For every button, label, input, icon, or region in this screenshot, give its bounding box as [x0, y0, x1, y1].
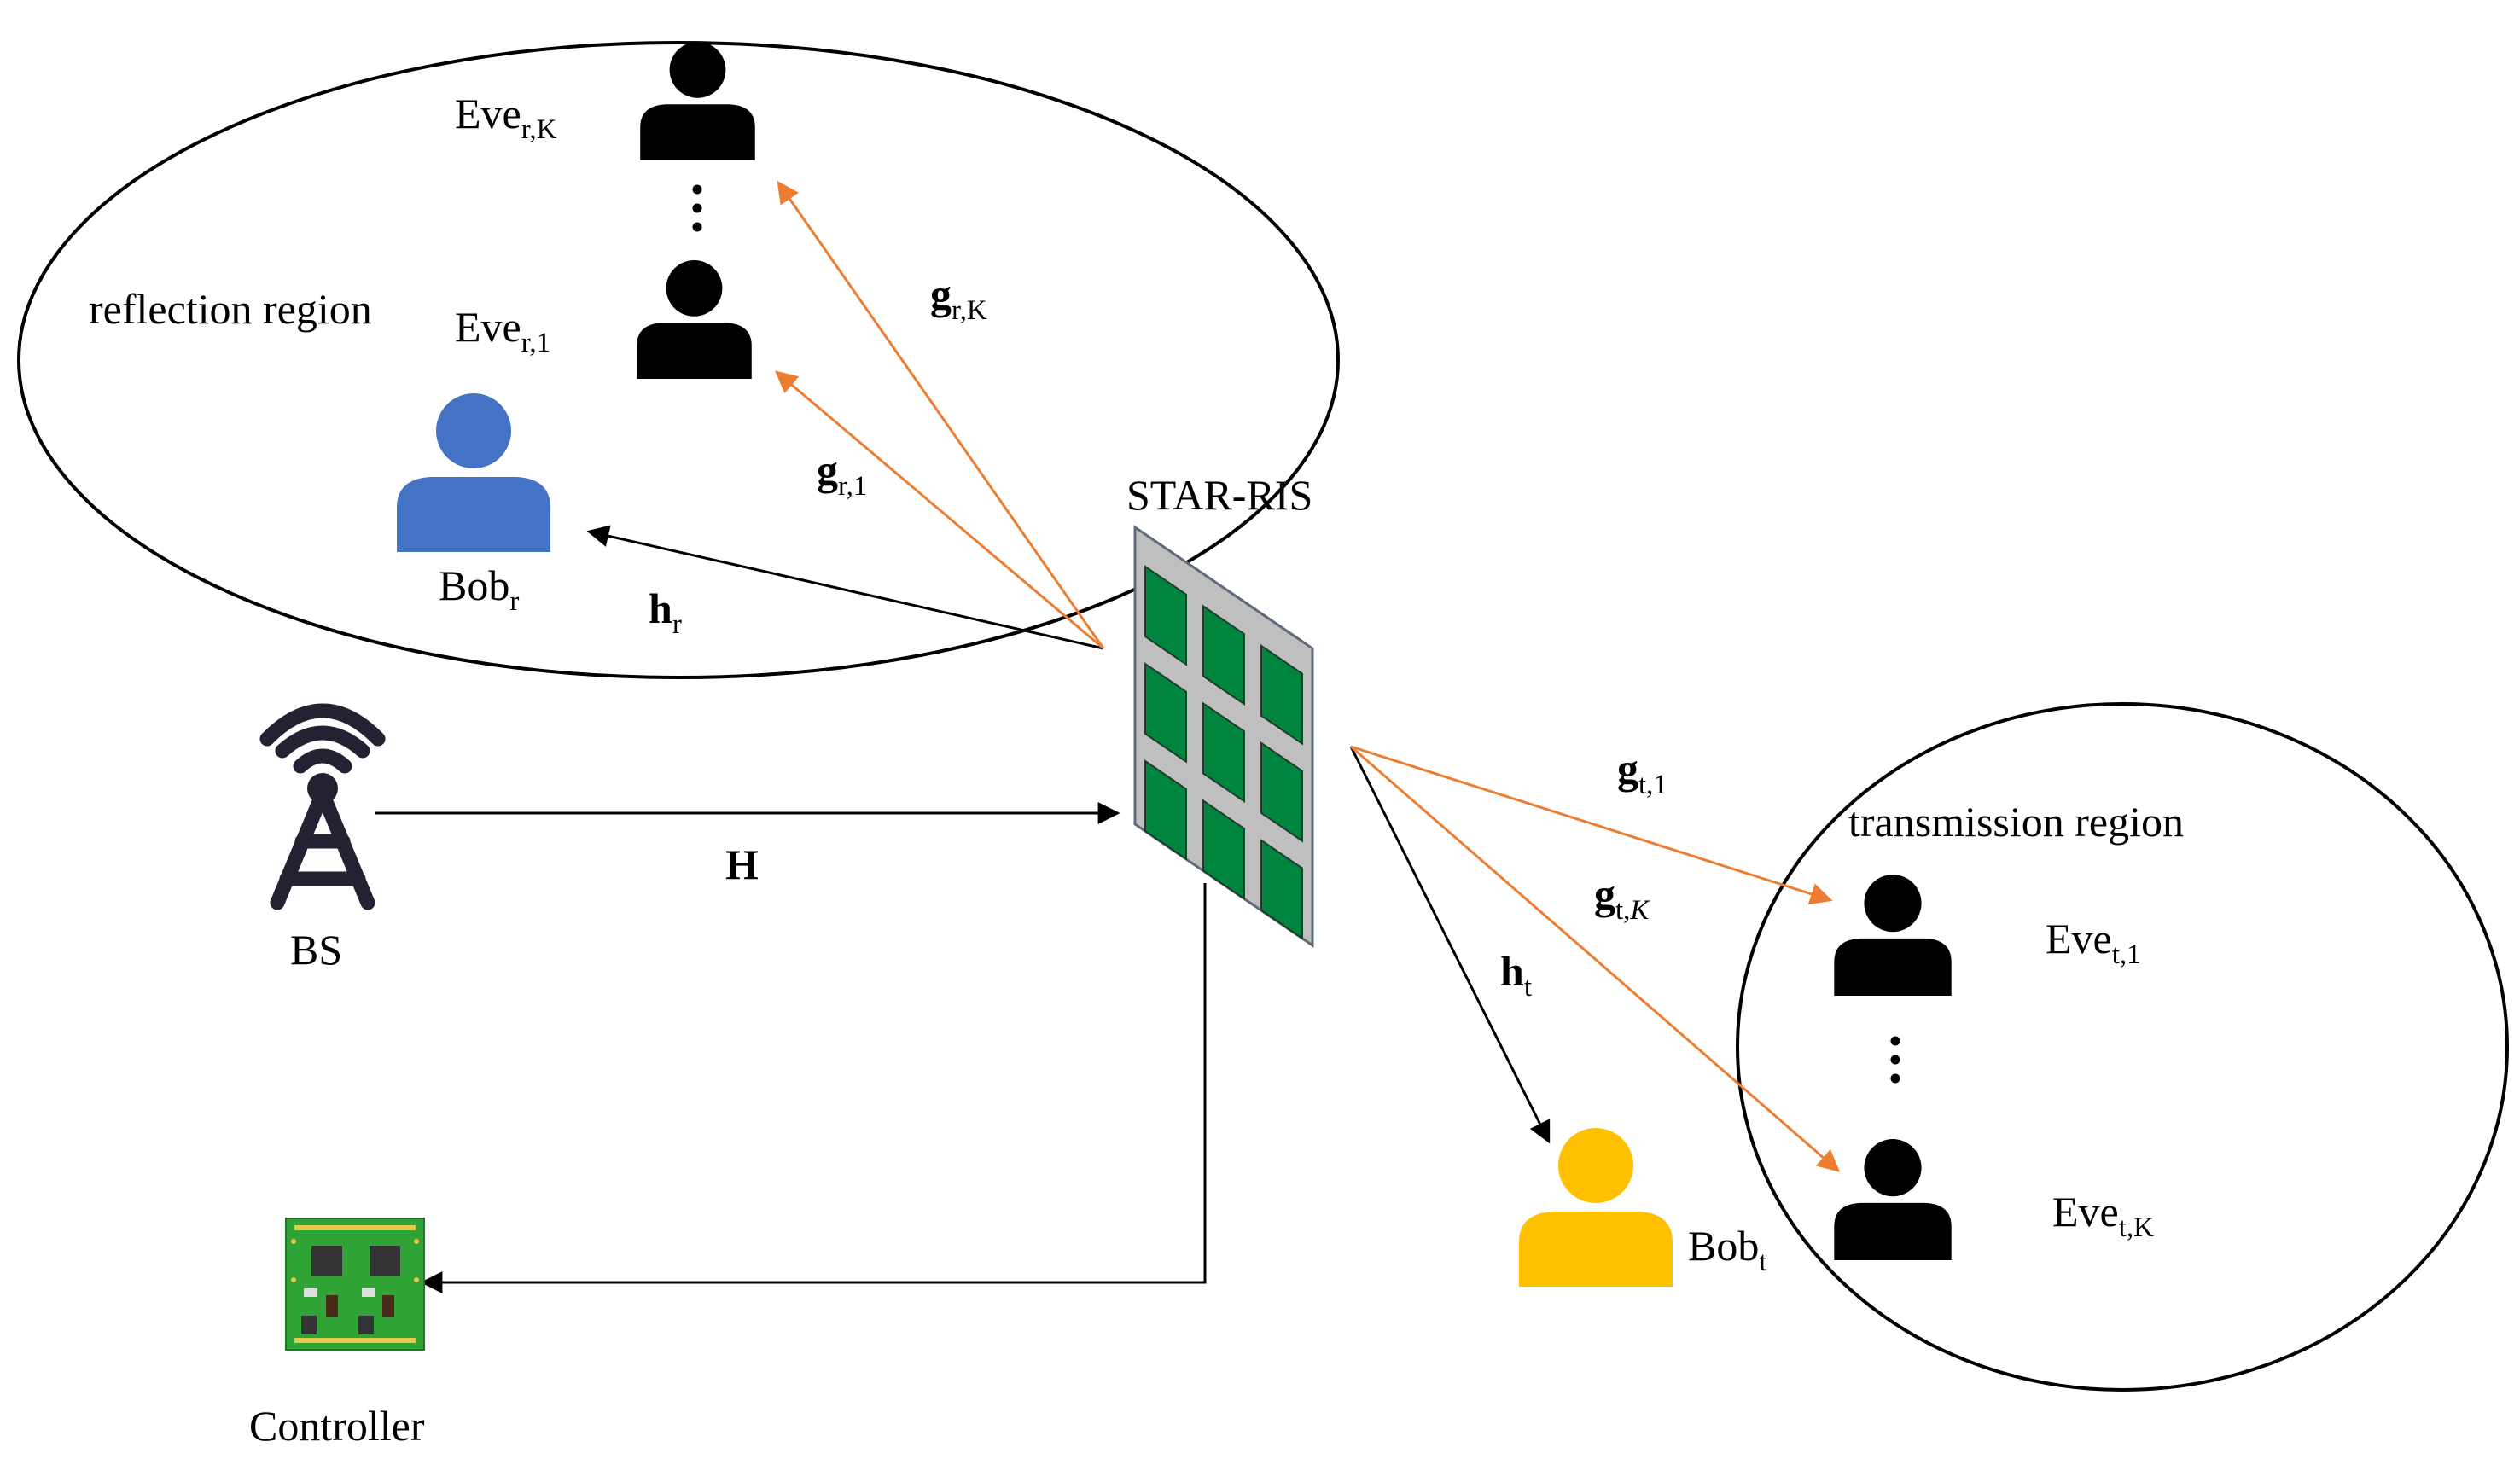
eve-r-k-icon [640, 41, 755, 160]
bs-label: BS [290, 926, 342, 974]
bob-t-label: Bobt [1688, 1222, 1767, 1277]
ris-element [1202, 701, 1245, 804]
circuit-board-icon [285, 1218, 425, 1351]
ris-element [1144, 759, 1187, 861]
bob-r-label: Bobr [439, 561, 519, 617]
channel-gr1-arrow [775, 370, 1104, 650]
channel-ht-label: ht [1500, 947, 1532, 1003]
channel-gr1-label: gr,1 [817, 446, 867, 502]
ris-element [1144, 565, 1187, 666]
eve-t-1-icon [1834, 875, 1952, 996]
eve-r-1-label: Ever,1 [455, 303, 550, 358]
transmission-region-label: transmission region [1848, 798, 2184, 846]
eve-t-k-icon [1834, 1139, 1952, 1260]
reflection-region-label: reflection region [89, 285, 372, 333]
channel-ht-arrow [1349, 746, 1551, 1144]
vertical-dots-icon [1890, 1036, 1900, 1084]
bob-r-icon [397, 393, 550, 552]
ris-element [1260, 643, 1303, 746]
channel-gtK-arrow [1350, 745, 1840, 1172]
vertical-dots-icon [692, 184, 702, 232]
channel-hr-arrow [586, 525, 1104, 650]
antenna-tower-icon [259, 703, 386, 910]
channel-h-label: H [725, 840, 759, 888]
star-ris-panel-icon [1133, 525, 1314, 948]
ris-element [1144, 662, 1187, 764]
controller-link-arrow [420, 883, 1207, 1293]
reflection-region-ellipse [17, 41, 1340, 679]
star-ris-label: STAR-RIS [1126, 471, 1312, 519]
eve-r-1-icon [637, 259, 752, 379]
channel-gt1-label: gt,1 [1617, 745, 1667, 800]
channel-grK-arrow [777, 180, 1105, 649]
ris-element [1260, 838, 1303, 940]
transmission-region-ellipse [1736, 702, 2509, 1392]
eve-r-k-label: Ever,K [455, 90, 557, 145]
ris-element [1260, 741, 1303, 843]
ris-element [1202, 604, 1245, 706]
eve-t-1-label: Evet,1 [2046, 915, 2141, 970]
ris-element [1202, 799, 1245, 901]
channel-grK-label: gr,K [930, 270, 987, 326]
channel-gt1-arrow [1350, 745, 1833, 905]
eve-t-k-label: Evet,K [2052, 1188, 2154, 1243]
channel-gtK-label: gt,K [1594, 870, 1650, 926]
controller-label: Controller [249, 1402, 425, 1450]
bob-t-icon [1519, 1128, 1673, 1287]
channel-hr-label: hr [649, 584, 682, 640]
